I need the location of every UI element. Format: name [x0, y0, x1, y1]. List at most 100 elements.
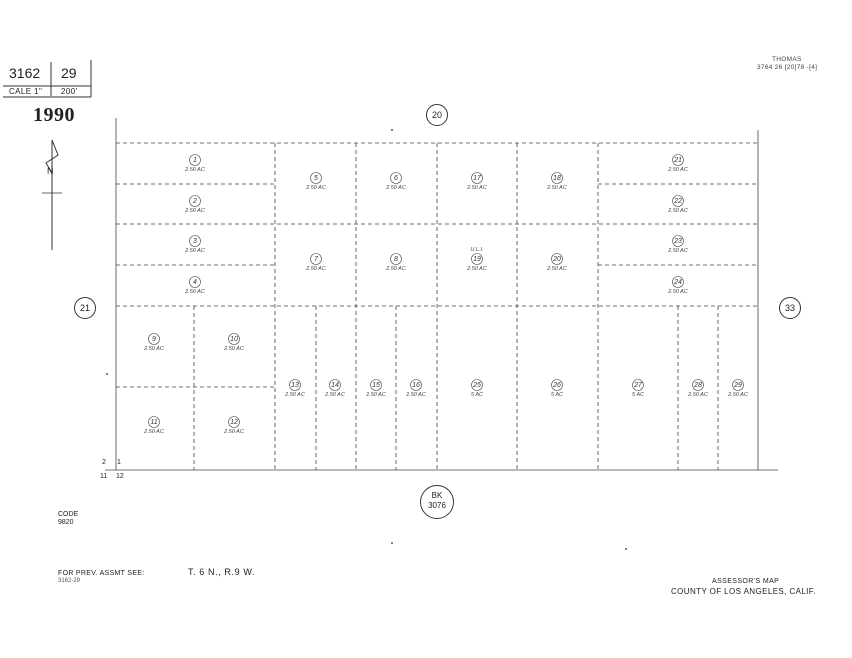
- parcel-number-24[interactable]: 24: [673, 279, 682, 286]
- parcel-acreage-19: 2.50 AC: [466, 266, 487, 272]
- parcel-number-4[interactable]: 4: [193, 279, 197, 286]
- parcel-number-8[interactable]: 8: [394, 256, 398, 263]
- prev-assessment-value: 3162-29: [58, 578, 81, 584]
- parcel-acreage-25: 5 AC: [471, 392, 483, 398]
- parcel-acreage-23: 2.50 AC: [667, 248, 688, 254]
- parcel-acreage-21: 2.50 AC: [667, 167, 688, 173]
- adjacent-map-left[interactable]: 21: [74, 297, 96, 319]
- parcel-number-circle: [329, 379, 341, 391]
- parcel-number-20[interactable]: 20: [552, 256, 561, 263]
- parcel-acreage-5: 2.50 AC: [305, 185, 326, 191]
- north-arrow-icon: [42, 139, 62, 250]
- parcel-number-circle: [471, 379, 483, 391]
- parcel-number-circle: [410, 379, 422, 391]
- parcel-acreage-24: 2.50 AC: [667, 289, 688, 295]
- parcel-acreage-7: 2.50 AC: [305, 266, 326, 272]
- adjacent-map-top[interactable]: 20: [426, 104, 448, 126]
- parcel-number-15[interactable]: 15: [372, 382, 380, 389]
- parcel-number-circle: [390, 253, 402, 265]
- parcel-acreage-2: 2.50 AC: [184, 208, 205, 214]
- header-box-lines: [3, 60, 92, 98]
- parcel-acreage-20: 2.50 AC: [546, 266, 567, 272]
- parcel-number-circle: [289, 379, 301, 391]
- parcel-acreage-3: 2.50 AC: [184, 248, 205, 254]
- parcel-number-circle: [551, 172, 563, 184]
- parcel-number-circle: [189, 154, 201, 166]
- parcel-number-11[interactable]: 11: [150, 419, 157, 426]
- parcel-number-7[interactable]: 7: [314, 256, 319, 263]
- parcel-number-16[interactable]: 16: [412, 382, 420, 389]
- parcel-number-18[interactable]: 18: [553, 175, 561, 182]
- parcel-number-10[interactable]: 10: [230, 336, 238, 343]
- parcel-number-14[interactable]: 14: [331, 382, 339, 389]
- parcel-number-23[interactable]: 23: [673, 238, 682, 245]
- adjacent-book-bottom[interactable]: BK 3076: [420, 485, 454, 519]
- parcel-number-19[interactable]: 19: [473, 256, 481, 263]
- map-title: ASSESSOR'S MAP: [712, 578, 780, 585]
- parcel-number-21[interactable]: 21: [673, 157, 682, 164]
- parcel-acreage-11: 2.50 AC: [143, 429, 164, 435]
- adjacent-top-label: 20: [431, 110, 442, 120]
- corner-label-12: 12: [116, 473, 124, 480]
- parcel-number-3[interactable]: 3: [193, 238, 197, 245]
- adjacent-map-right[interactable]: 33: [779, 297, 801, 319]
- north-label: N: [47, 166, 54, 176]
- parcel-number-9[interactable]: 9: [152, 336, 156, 343]
- parcel-acreage-14: 2.50 AC: [324, 392, 345, 398]
- parcel-number-circle: [632, 379, 644, 391]
- parcel-boundaries: [105, 118, 778, 471]
- parcel-number-circle: [148, 416, 160, 428]
- parcel-acreage-17: 2.50 AC: [466, 185, 487, 191]
- parcel-number-circle: [471, 253, 483, 265]
- map-header-box: 3162 29 CALE 1" 200': [3, 60, 92, 98]
- parcel-acreage-13: 2.50 AC: [284, 392, 305, 398]
- parcel-number-circle: [148, 333, 160, 345]
- parcel-number-5[interactable]: 5: [314, 175, 318, 182]
- corner-label-2: 2: [102, 459, 106, 466]
- parcel-number-circle: [551, 253, 563, 265]
- adjacent-bk-label: BK: [431, 491, 443, 500]
- parcel-number-circle: [672, 235, 684, 247]
- parcel-number-2[interactable]: 2: [192, 198, 197, 205]
- parcel-number-circle: [228, 333, 240, 345]
- adjacent-bk-number: 3076: [428, 501, 446, 510]
- map-year: 1990: [33, 104, 75, 126]
- parcel-number-circle: [672, 195, 684, 207]
- code-label: CODE: [58, 511, 79, 518]
- page-number: 29: [61, 65, 77, 81]
- parcel-number-6[interactable]: 6: [394, 175, 398, 182]
- book-number: 3162: [9, 65, 41, 81]
- parcel-acreage-22: 2.50 AC: [667, 208, 688, 214]
- parcel-acreage-15: 2.50 AC: [365, 392, 386, 398]
- scale-label: CALE 1": [9, 87, 43, 96]
- parcel-number-12[interactable]: 12: [230, 419, 238, 426]
- parcel-acreage-4: 2.50 AC: [184, 289, 205, 295]
- parcel-number-circle: [672, 276, 684, 288]
- adjacent-right-label: 33: [784, 303, 795, 313]
- stamp-line-2: 3764 26 [20]78 -[4]: [757, 64, 818, 71]
- parcel-number-13[interactable]: 13: [291, 382, 299, 389]
- parcel-number-17[interactable]: 17: [473, 175, 482, 182]
- parcel-number-circle: [370, 379, 382, 391]
- corner-label-11: 11: [100, 473, 108, 480]
- parcel-number-1[interactable]: 1: [193, 157, 197, 164]
- parcel-acreage-8: 2.50 AC: [385, 266, 406, 272]
- parcel-number-circle: [390, 172, 402, 184]
- county-name: COUNTY OF LOS ANGELES, CALIF.: [671, 587, 816, 596]
- parcel-number-22[interactable]: 22: [673, 198, 682, 205]
- parcel-number-27[interactable]: 27: [633, 382, 643, 389]
- township-range: T. 6 N., R.9 W.: [188, 567, 256, 577]
- parcel-number-circle: [310, 172, 322, 184]
- parcel-number-29[interactable]: 29: [733, 382, 742, 389]
- parcel-number-25[interactable]: 25: [472, 382, 481, 389]
- parcel-acreage-28: 2.50 AC: [687, 392, 708, 398]
- parcel-number-26[interactable]: 26: [552, 382, 561, 389]
- parcel-number-circle: [672, 154, 684, 166]
- parcel-labels: 1 2.50 AC 2 2.50 AC 3 2.50 AC 4 2.50 AC 5 2.50 AC…: [106, 129, 748, 550]
- parcel-number-circle: [189, 235, 201, 247]
- parcel-number-circle: [551, 379, 563, 391]
- stamp-line-1: THOMAS: [772, 56, 802, 63]
- parcel-acreage-16: 2.50 AC: [405, 392, 426, 398]
- parcel-number-28[interactable]: 28: [693, 382, 702, 389]
